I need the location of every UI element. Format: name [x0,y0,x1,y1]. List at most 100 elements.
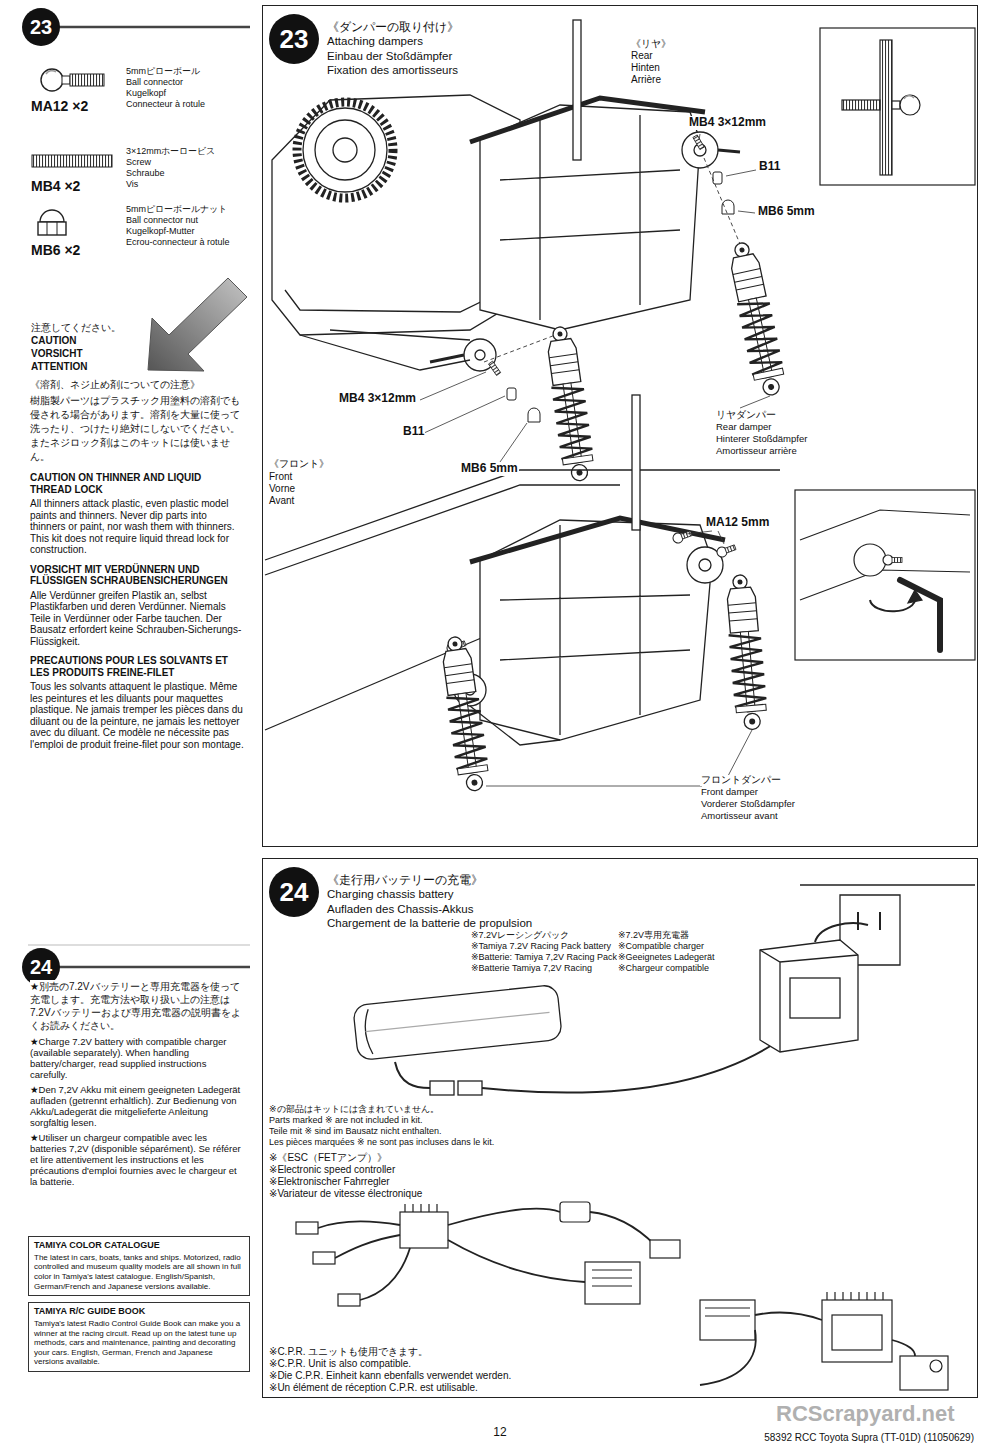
esc-set [700,1300,755,1340]
charger [857,912,859,930]
leader-line [420,372,486,400]
part-note: ※7.2Vレーシングパック [470,930,570,940]
battery-pack [458,1081,482,1095]
part-name: Ball connector [125,77,184,87]
panel-heading: 《走行用バッテリーの充電》 [327,873,532,887]
part-callout: MA12 5mm [705,516,770,530]
part-name: Kugelkopf [125,88,167,98]
part-name: Ecrou-connecteur à rotule [125,237,231,247]
rear-chassis [430,355,464,362]
detail-inset [800,510,970,600]
model-code: 58392 RCC Toyota Supra (TT-01D) (1105062… [763,1432,975,1444]
nut-icon [47,222,48,235]
leader-line [738,211,755,213]
rear-chassis [718,150,740,152]
part-note: ※C.P.R. ユニットも使用できます。 [268,1346,429,1358]
esc-set [560,1202,590,1222]
part-note: ※Batterie Tamiya 7,2V Racing [470,963,593,973]
front-chassis [265,395,780,745]
part-callout: MB4 3×12mm [338,392,417,406]
footnote: Parts marked ※ are not included in kit. [268,1115,424,1125]
part-code: MB4 ×2 [30,178,81,194]
part-note: ※Variateur de vitesse électronique [268,1188,423,1200]
esc-set [296,1222,318,1234]
ball-connector-icon [41,69,104,91]
charger [760,885,975,1052]
esc-set [448,1209,560,1225]
section-rule [28,27,250,967]
rear-part-screw [489,135,734,422]
note-text: Alle Verdünner greifen Plastik an, selbs… [30,590,244,648]
note-text: ★別売の7.2Vバッテリーと専用充電器を使って充電します。充電方法や取り扱い上の… [30,980,244,1032]
rear-part-screw [693,135,704,150]
step-circle: 24 [269,867,319,917]
caution-arrow [148,278,247,371]
note-heading: 《溶剤、ネジ止め剤についての注意》 [30,380,244,391]
rear-chassis [500,115,680,320]
nut-icon [40,210,64,222]
part-note: ※Compatible charger [617,941,705,951]
part-name: Amortisseur avant [700,811,779,822]
esc-set [930,1360,942,1372]
part-name: Amortisseur arrière [715,446,798,457]
info-box: TAMIYA COLOR CATALOGUEThe latest in cars… [28,1236,250,1296]
rear-chassis [333,138,357,162]
front-damper [438,574,769,793]
view-label: Arrière [630,74,662,86]
section-rule [28,945,250,946]
part-name: Schraube [125,168,166,178]
ball-connector-icon [62,76,70,84]
panel-heading: Charging chassis battery [327,887,532,901]
view-label: Front [268,471,293,483]
front-damper [438,635,491,793]
panel-heading: 《ダンパーの取り付け》 [327,20,459,34]
step-number: 24 [280,879,309,905]
part-name: リヤダンパー [715,410,777,421]
charger [760,940,858,1052]
battery-pack [430,1081,454,1095]
node-text: 24 [280,879,309,905]
view-label: Avant [268,495,295,507]
footnote: Teile mit ※ sind im Bausatz nicht enthal… [268,1126,443,1136]
detail-inset [820,28,975,185]
part-name: Rear damper [715,422,772,433]
rear-chassis [682,132,718,168]
part-callout: B11 [758,160,781,174]
part-note: ※7.2V専用充電器 [617,930,690,940]
leader-line [500,423,527,462]
rear-chassis [573,20,581,160]
rear-part-screw [489,361,501,375]
part-name: 3×12mmホーロービス [125,146,216,156]
rear-part-screw [722,200,734,214]
esc-set [585,1262,640,1304]
front-ball-connector [446,529,737,655]
node-text: TAMIYA COLOR CATALOGUEThe latest in cars… [34,1240,244,1291]
front-ball-connector [716,543,737,559]
part-name: Hinterer Stoßdämpfer [715,434,808,445]
detail-inset [842,100,880,110]
rear-chassis [470,98,705,142]
step-circle: 23 [269,14,319,64]
panel-heading: Fixation des amortisseurs [327,63,459,77]
detail-inset [883,555,902,565]
part-callout: MB4 3×12mm [688,116,767,130]
view-label: 《リヤ》 [630,38,672,50]
box-heading: TAMIYA COLOR CATALOGUE [34,1240,244,1251]
part-note: ※Die C.P.R. Einheit kann ebenfalls verwe… [268,1370,512,1382]
esc-set [318,1222,400,1228]
front-chassis [470,518,725,562]
view-label: Hinten [630,62,661,74]
leader-line [726,170,756,176]
rear-chassis [475,350,485,360]
part-name: 5mmピローボール [125,66,201,76]
esc-set [822,1300,892,1362]
leader-line [699,134,700,140]
front-ball-connector [672,529,693,545]
panel-heading: Einbau der Stoßdämpfer [327,49,459,63]
note-text: ★Utiliser un chargeur compatible avec le… [30,1132,244,1187]
esc-set [900,1356,948,1390]
battery-pack [395,1062,430,1088]
note-text: ★Den 7,2V Akku mit einem geeigneten Lade… [30,1084,244,1128]
note-text: ★Charge 7.2V battery with compatible cha… [30,1036,244,1080]
charger [760,950,858,1052]
